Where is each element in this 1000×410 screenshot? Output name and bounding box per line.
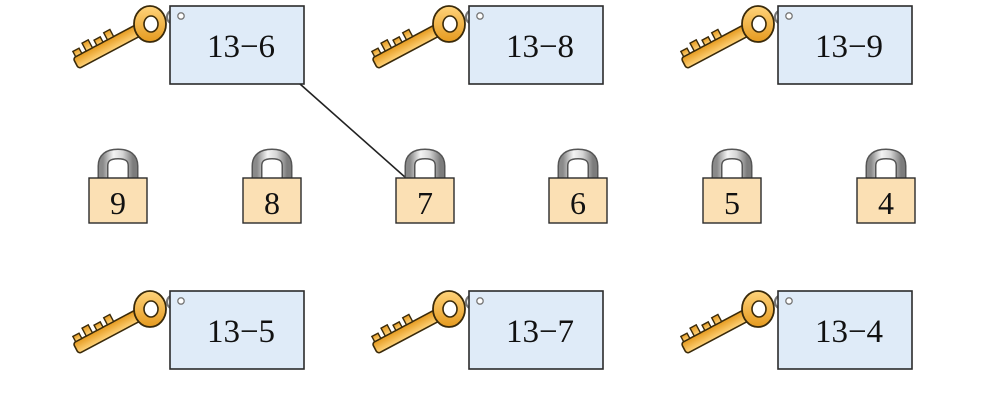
key-icon — [370, 5, 482, 69]
padlock-body — [242, 177, 302, 224]
key-card-1[interactable]: 13−6 — [69, 5, 305, 85]
key-icon — [71, 5, 183, 69]
padlock-answer: 4 — [878, 185, 894, 221]
key-tag — [777, 290, 913, 370]
padlock-answer: 5 — [724, 185, 740, 221]
tag-hole — [177, 297, 185, 305]
key-icon — [71, 290, 183, 354]
key-card-expression: 13−9 — [815, 29, 883, 65]
key-tag — [777, 5, 913, 85]
padlock-body — [702, 177, 762, 224]
padlock-2[interactable]: 8 — [242, 148, 302, 224]
padlock-6[interactable]: 4 — [856, 148, 916, 224]
key-card-expression: 13−4 — [815, 314, 883, 350]
key-card-2[interactable]: 13−8 — [368, 5, 604, 85]
padlock-answer: 8 — [264, 185, 280, 221]
key-tag — [468, 5, 604, 85]
tag-hole — [785, 297, 793, 305]
key-card-expression: 13−8 — [506, 29, 574, 65]
key-icon — [679, 5, 791, 69]
tag-hole — [476, 12, 484, 20]
padlock-answer: 9 — [110, 185, 126, 221]
padlock-5[interactable]: 5 — [702, 148, 762, 224]
padlock-body — [548, 177, 608, 224]
padlock-1[interactable]: 9 — [88, 148, 148, 224]
padlock-answer: 7 — [417, 185, 433, 221]
key-card-4[interactable]: 13−5 — [69, 290, 305, 370]
connection-line-1 — [299, 83, 407, 179]
padlock-body — [88, 177, 148, 224]
connection-lines — [299, 83, 407, 179]
padlock-body — [856, 177, 916, 224]
key-card-3[interactable]: 13−9 — [677, 5, 913, 85]
padlock-3[interactable]: 7 — [395, 148, 455, 224]
key-card-expression: 13−7 — [506, 314, 574, 350]
tag-hole — [476, 297, 484, 305]
key-card-expression: 13−6 — [207, 29, 275, 65]
padlock-4[interactable]: 6 — [548, 148, 608, 224]
key-icon — [679, 290, 791, 354]
tag-hole — [785, 12, 793, 20]
padlocks: 9 8 7 6 5 4 — [88, 148, 916, 224]
key-tag — [468, 290, 604, 370]
key-tag — [169, 5, 305, 85]
tag-hole — [177, 12, 185, 20]
key-icon — [370, 290, 482, 354]
key-card-expression: 13−5 — [207, 314, 275, 350]
key-tag — [169, 290, 305, 370]
key-card-5[interactable]: 13−7 — [368, 290, 604, 370]
key-cards: 13−6 13−8 13−9 13−5 13−7 13−4 — [69, 5, 913, 370]
padlock-answer: 6 — [570, 185, 586, 221]
key-card-6[interactable]: 13−4 — [677, 290, 913, 370]
padlock-body — [395, 177, 455, 224]
